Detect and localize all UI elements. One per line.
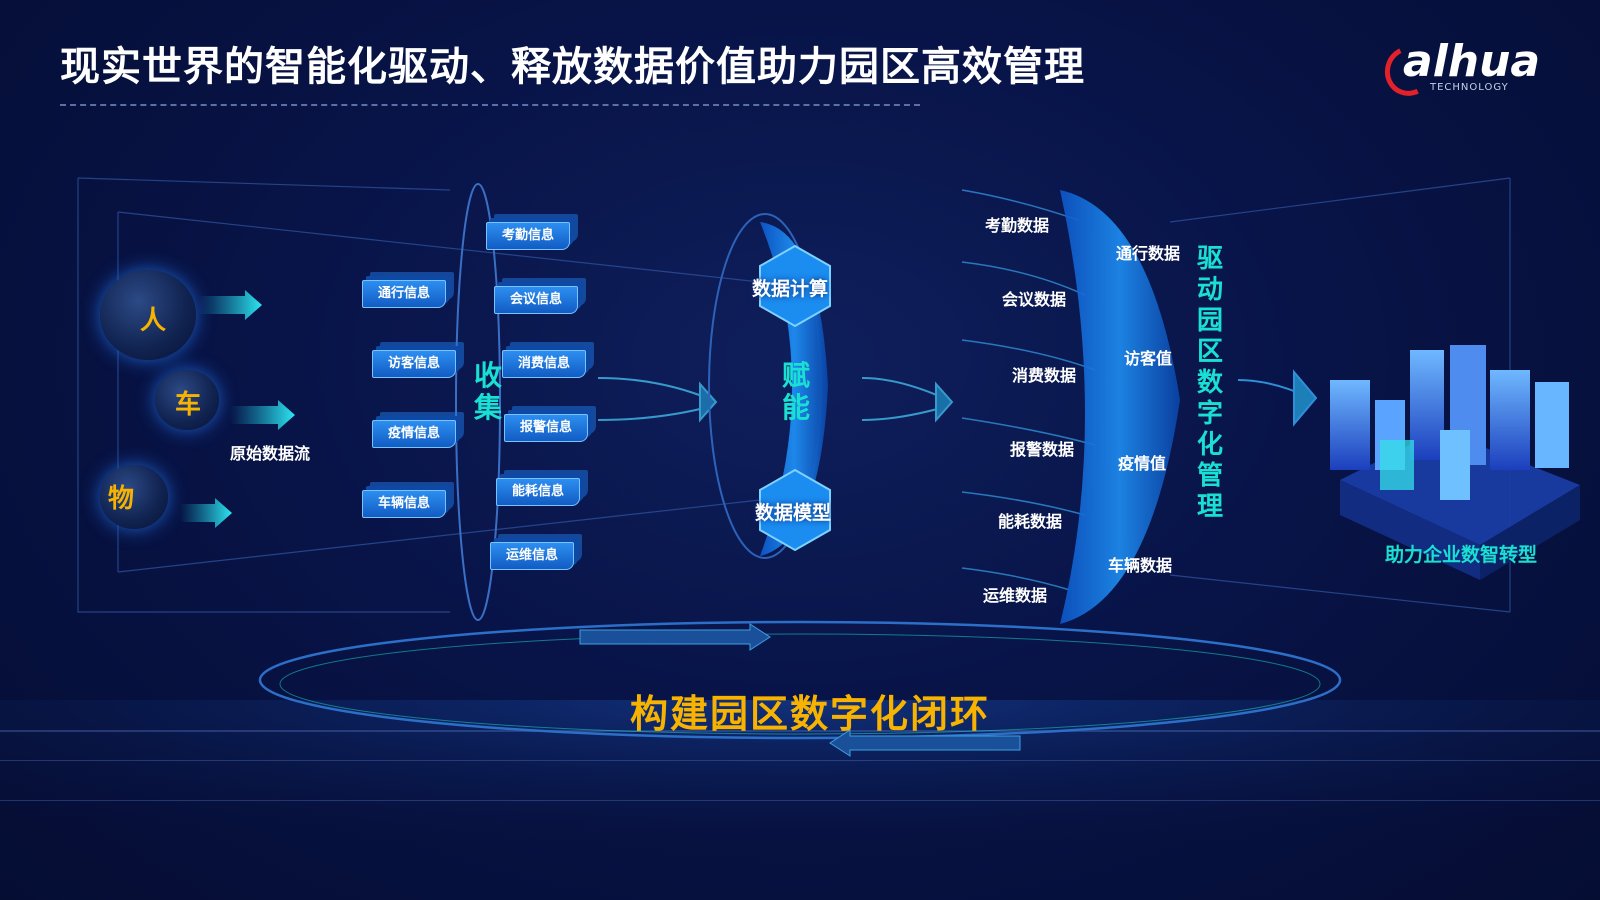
- flow-arrow-city: [1237, 369, 1318, 427]
- info-card-meeting: 会议信息: [494, 286, 578, 314]
- collect-ring: [455, 183, 501, 621]
- dahua-logo: alhua TECHNOLOGY: [1377, 36, 1560, 103]
- source-label-object: 物: [108, 484, 135, 514]
- title-divider: [60, 104, 920, 106]
- info-card-visitor: 访客信息: [372, 350, 456, 378]
- output-access-data: 通行数据: [1116, 244, 1181, 263]
- page-title: 现实世界的智能化驱动、释放数据价值助力园区高效管理: [60, 44, 1085, 90]
- raw-data-flow-label: 原始数据流: [230, 444, 311, 463]
- closed-loop-label: 构建园区数字化闭环: [630, 692, 991, 736]
- info-card-attendance: 考勤信息: [486, 222, 570, 250]
- drive-band: [1060, 190, 1180, 624]
- info-card-vehicle: 车辆信息: [362, 490, 446, 518]
- output-energy-data: 能耗数据: [998, 512, 1063, 531]
- hex-bottom: [759, 468, 831, 552]
- city-transformation-label: 助力企业数智转型: [1385, 544, 1538, 566]
- source-node-object: [100, 465, 168, 529]
- collect-label: 收集: [474, 359, 503, 424]
- output-meeting-data: 会议数据: [1002, 290, 1067, 309]
- drive-management-label: 驱动园区数字化管理: [1197, 244, 1224, 522]
- particle-field: [0, 730, 1600, 801]
- compute-label-bottom: 数据模型: [755, 502, 832, 524]
- output-consumption-data: 消费数据: [1012, 366, 1077, 385]
- info-card-maintenance: 运维信息: [490, 542, 574, 570]
- info-card-consumption: 消费信息: [502, 350, 586, 378]
- smart-city-illustration: [1330, 345, 1580, 580]
- floor-glow: [0, 700, 1600, 900]
- flow-arrows-mid: [597, 377, 954, 423]
- output-vehicle-data: 车辆数据: [1108, 556, 1173, 575]
- closed-loop-ring: [258, 620, 1342, 757]
- info-card-energy: 能耗信息: [496, 478, 580, 506]
- logo-subtitle: TECHNOLOGY: [1430, 82, 1509, 93]
- compute-cylinder: [708, 213, 831, 559]
- output-epidemic-value: 疫情值: [1118, 454, 1167, 473]
- source-node-person: [100, 270, 196, 360]
- output-maintenance-data: 运维数据: [983, 586, 1048, 605]
- info-card-epidemic: 疫情信息: [372, 420, 456, 448]
- logo-text: alhua: [1403, 36, 1541, 87]
- empower-label: 赋能: [782, 359, 811, 424]
- source-node-vehicle: [155, 370, 219, 430]
- hex-top: [759, 244, 831, 328]
- output-visitor-value: 访客值: [1124, 349, 1173, 368]
- perspective-frame: [77, 177, 1511, 613]
- source-label-person: 人: [140, 306, 167, 336]
- info-card-alarm: 报警信息: [504, 414, 588, 442]
- output-attendance-data: 考勤数据: [985, 216, 1050, 235]
- compute-label-top: 数据计算: [752, 278, 829, 300]
- source-label-vehicle: 车: [175, 390, 202, 420]
- source-arrows: [180, 290, 295, 528]
- info-card-access: 通行信息: [362, 280, 446, 308]
- output-alarm-data: 报警数据: [1010, 440, 1075, 459]
